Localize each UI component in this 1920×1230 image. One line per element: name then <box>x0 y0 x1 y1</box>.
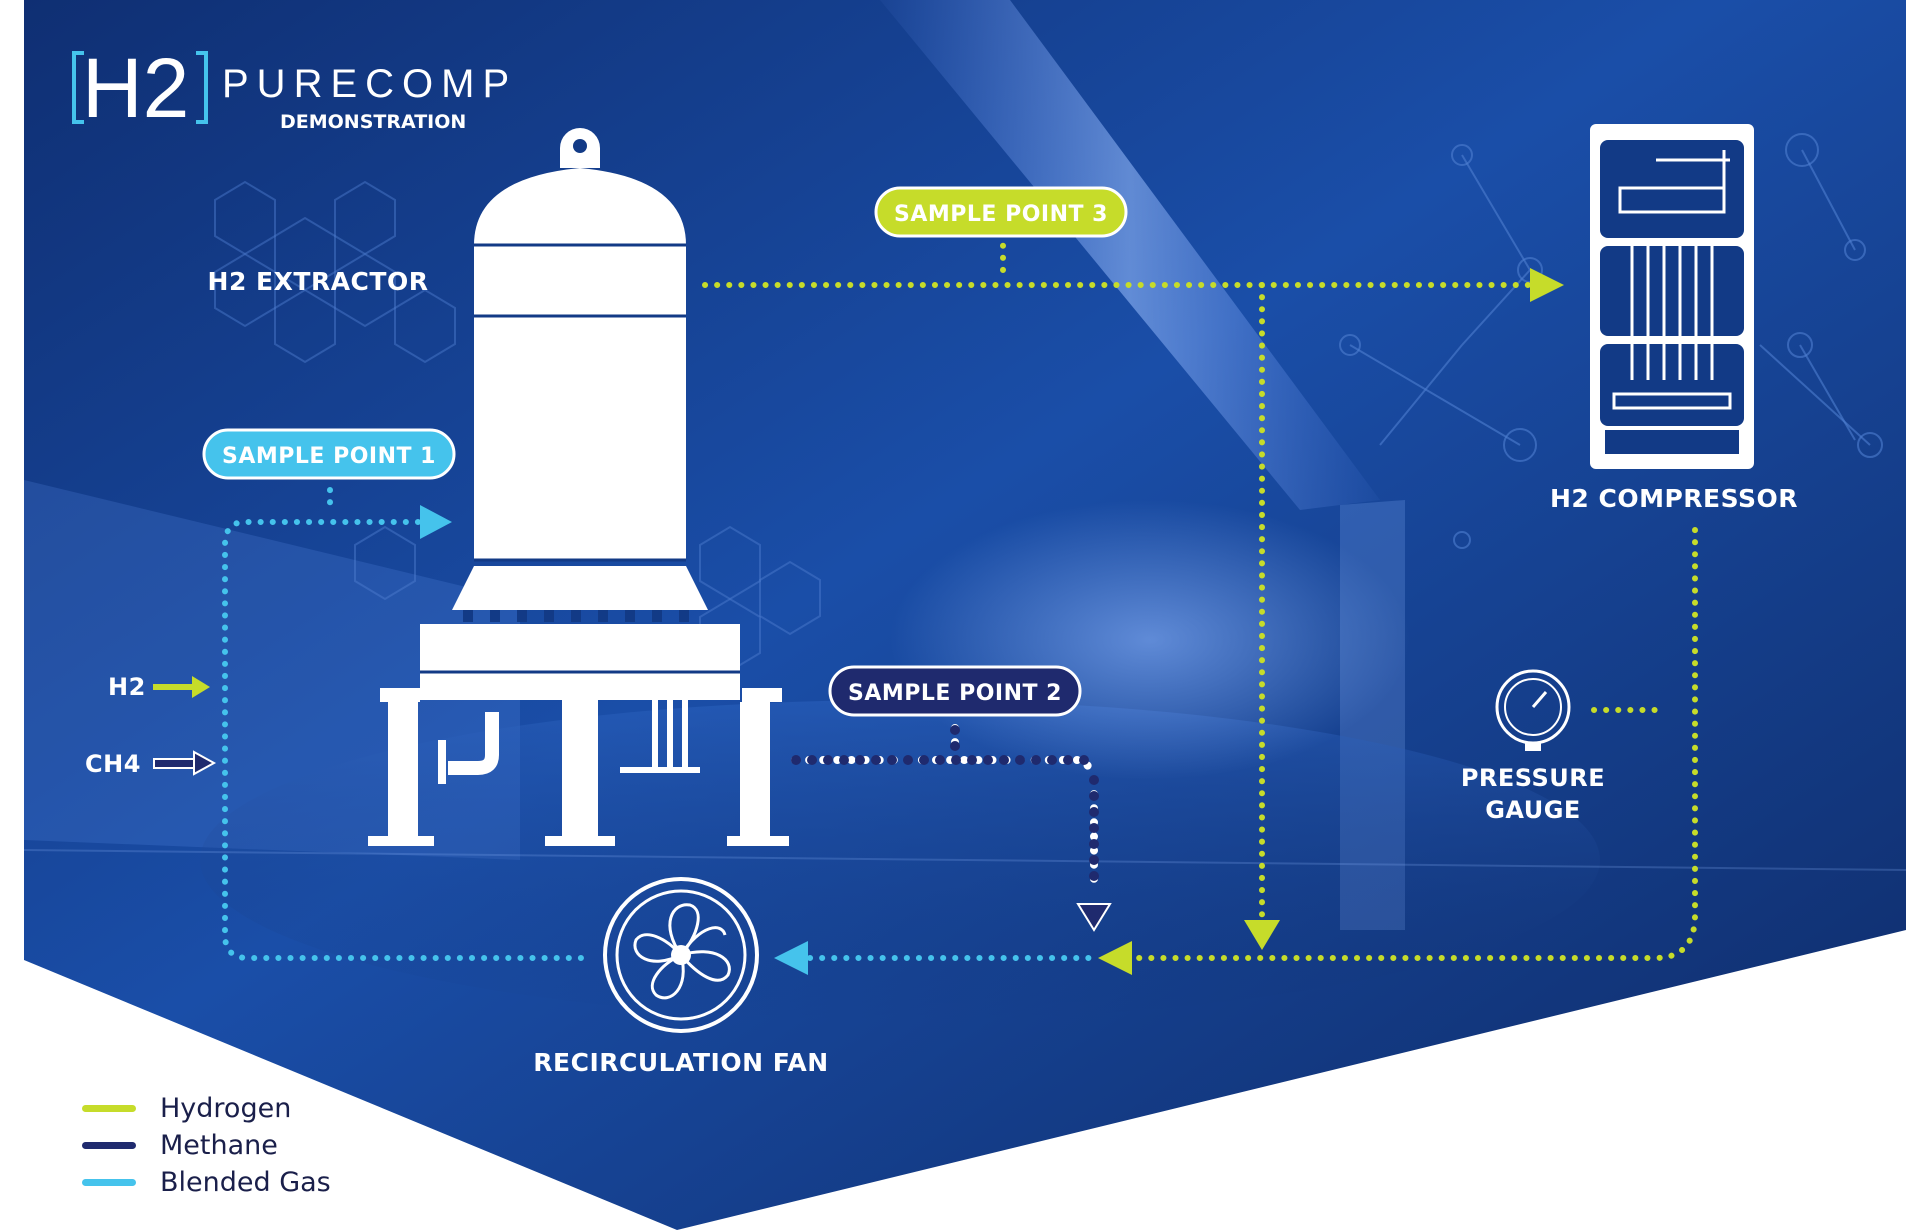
recirculation-fan-label: RECIRCULATION FAN <box>533 1048 828 1077</box>
brand-subtitle: DEMONSTRATION <box>280 111 466 133</box>
arrow-icon <box>1530 268 1564 302</box>
arrow-icon <box>1076 903 1112 932</box>
pressure-gauge-icon <box>1495 669 1571 751</box>
logo-h2: H2 <box>82 41 189 135</box>
floor-glow <box>200 700 1600 1020</box>
arrow-icon <box>193 750 217 776</box>
sample-point-2-label: SAMPLE POINT 2 <box>848 681 1062 706</box>
logo-bracket-right <box>196 51 208 124</box>
pressure-gauge-label-line2: GAUGE <box>1485 796 1581 824</box>
legend: Hydrogen Methane Blended Gas <box>82 1090 331 1201</box>
hydrogen-arrows <box>153 268 1564 975</box>
compressor-label: H2 COMPRESSOR <box>1550 484 1798 513</box>
arrow-icon <box>192 676 210 698</box>
extractor-tank-icon <box>368 128 789 846</box>
window-glow <box>890 500 1410 780</box>
legend-label: Methane <box>160 1130 278 1161</box>
arrow-icon <box>1244 920 1280 950</box>
arrow-icon <box>774 941 808 975</box>
methane-swatch <box>82 1142 136 1149</box>
methane-dots <box>791 725 1099 881</box>
ch4-input-arrow <box>153 750 217 776</box>
blended-gas-swatch <box>82 1179 136 1186</box>
sample-point-3: SAMPLE POINT 3 <box>874 186 1128 238</box>
pressure-gauge-label-line1: PRESSURE <box>1461 764 1605 792</box>
h2-input-arrow-line <box>153 684 193 690</box>
sample-point-3-label: SAMPLE POINT 3 <box>894 202 1108 227</box>
hydrogen-swatch <box>82 1105 136 1112</box>
logo-bracket-left <box>72 51 84 124</box>
sample-point-2: SAMPLE POINT 2 <box>828 665 1082 717</box>
hexagon-pattern <box>214 180 821 673</box>
blended-arrows <box>420 505 808 975</box>
compressor-icon <box>1590 124 1754 469</box>
arrow-icon <box>420 505 452 539</box>
sample-point-1: SAMPLE POINT 1 <box>202 428 456 480</box>
legend-item-blended-gas: Blended Gas <box>82 1164 331 1201</box>
ch4-input-label: CH4 <box>85 750 141 778</box>
h2-input-label: H2 <box>108 673 146 701</box>
legend-label: Hydrogen <box>160 1093 292 1124</box>
legend-item-hydrogen: Hydrogen <box>82 1090 331 1127</box>
legend-label: Blended Gas <box>160 1167 331 1198</box>
brand-logo: H2 PURECOMP DEMONSTRATION <box>72 41 517 135</box>
brand-name: PURECOMP <box>222 62 517 106</box>
hydrogen-flow-lines <box>702 239 1698 961</box>
legend-item-methane: Methane <box>82 1127 331 1164</box>
network-pattern <box>1339 133 1883 549</box>
sample-point-1-label: SAMPLE POINT 1 <box>222 444 436 469</box>
blended-flow-lines <box>222 487 1095 961</box>
fan-icon <box>603 877 759 1033</box>
extractor-label: H2 EXTRACTOR <box>208 267 429 296</box>
arrow-icon <box>1098 941 1132 975</box>
light-beam <box>880 0 1380 510</box>
floor-line <box>23 849 1907 871</box>
